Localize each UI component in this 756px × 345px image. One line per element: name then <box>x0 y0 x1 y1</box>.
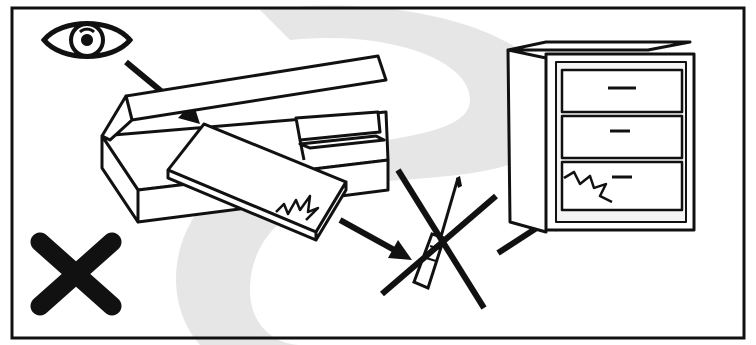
eye-icon <box>40 21 134 59</box>
dresser <box>506 40 696 234</box>
prohibited-x-icon <box>30 232 122 316</box>
damage-mark <box>275 194 320 221</box>
dresser-damage-mark <box>563 170 613 204</box>
illustration-border <box>10 6 746 340</box>
crossed-out-screwdriver-icon <box>380 168 498 310</box>
tool-arrow <box>338 217 412 260</box>
furniture-panel <box>166 122 348 242</box>
